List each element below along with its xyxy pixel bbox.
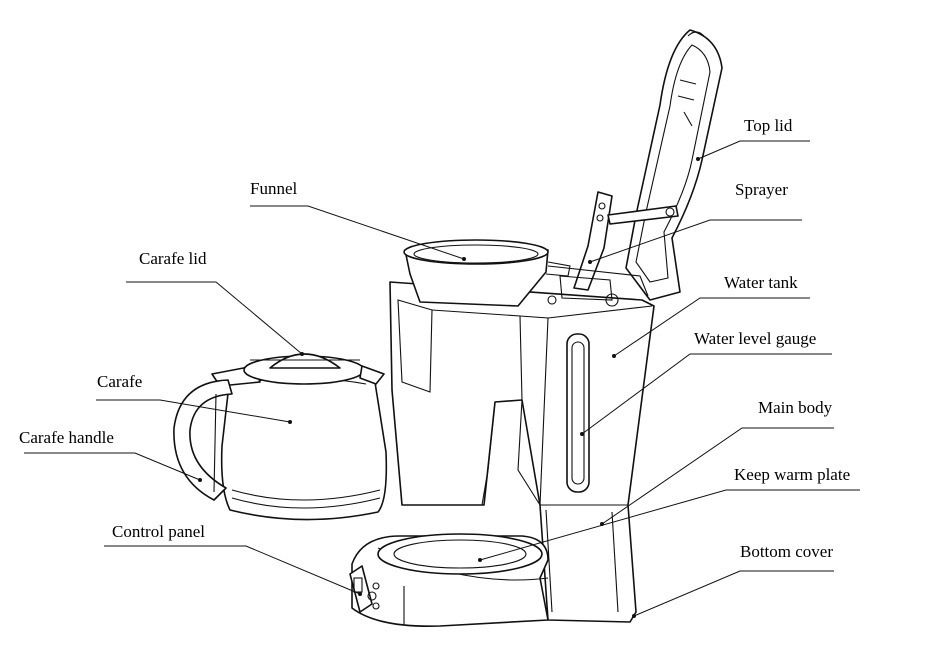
label-carafe-handle: Carafe handle [19,428,114,447]
callout-water-tank: Water tank [612,273,810,358]
funnel [403,239,571,307]
label-top-lid: Top lid [744,116,793,135]
label-control-panel: Control panel [112,522,205,541]
carafe-lid [243,353,385,385]
label-carafe: Carafe [97,372,142,391]
water-tank [547,265,649,307]
coffee-maker-illustration [173,29,723,627]
label-main-body: Main body [758,398,833,417]
top-lid [625,29,723,301]
label-sprayer: Sprayer [735,180,788,199]
callout-carafe: Carafe [96,372,292,424]
callout-carafe-handle: Carafe handle [19,428,202,482]
label-funnel: Funnel [250,179,298,198]
callout-water-level-gauge: Water level gauge [580,329,832,436]
control-panel [349,565,380,613]
callout-carafe-lid: Carafe lid [126,249,304,356]
label-water-level-gauge: Water level gauge [694,329,816,348]
callout-control-panel: Control panel [104,522,362,596]
keep-warm-plate [377,533,543,575]
callout-sprayer: Sprayer [588,180,802,264]
label-carafe-lid: Carafe lid [139,249,207,268]
sprayer [573,191,679,291]
carafe [211,365,388,521]
label-water-tank: Water tank [724,273,798,292]
carafe-handle [173,379,233,501]
water-level-gauge [566,333,590,493]
callout-funnel: Funnel [250,179,466,261]
callout-top-lid: Top lid [696,116,810,161]
label-keep-warm-plate: Keep warm plate [734,465,850,484]
label-bottom-cover: Bottom cover [740,542,833,561]
callout-bottom-cover: Bottom cover [632,542,834,618]
callout-keep-warm-plate: Keep warm plate [478,465,860,562]
